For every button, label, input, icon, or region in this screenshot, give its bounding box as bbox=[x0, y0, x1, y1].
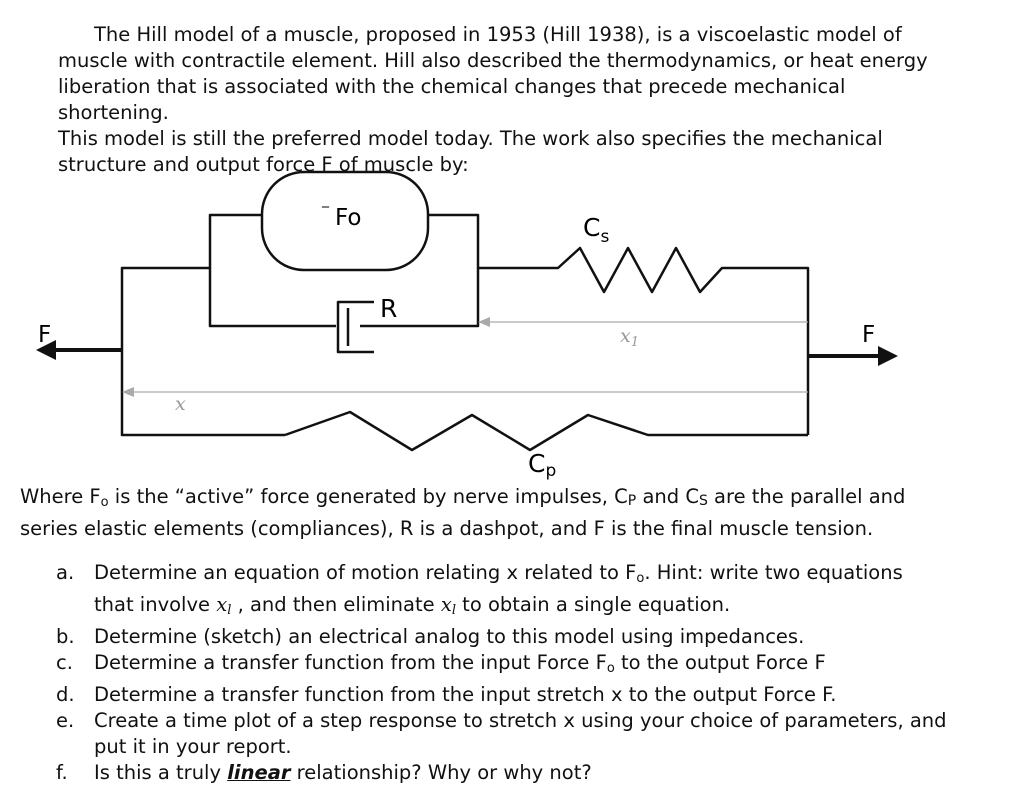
cs-label: Cs bbox=[583, 213, 609, 247]
x1-label: x1 bbox=[620, 325, 639, 350]
series-spring bbox=[478, 246, 810, 435]
dashpot-cylinder bbox=[336, 300, 374, 354]
where-paragraph: Where Fo is the “active” force generated… bbox=[20, 484, 980, 542]
upper-branch-wire-right bbox=[360, 213, 480, 328]
question-a-letter: a. bbox=[56, 561, 75, 584]
question-c-letter: c. bbox=[56, 651, 73, 674]
fo-label: Fo bbox=[335, 205, 361, 231]
right-force-arrow-head bbox=[878, 346, 898, 366]
f-left-label: F bbox=[38, 322, 51, 348]
left-force-arrow-head bbox=[36, 340, 56, 360]
question-e-line-1: Create a time plot of a step response to… bbox=[94, 709, 947, 732]
upper-branch-wire-left bbox=[208, 213, 336, 328]
where-line-1: Where Fo is the “active” force generated… bbox=[20, 485, 906, 510]
intro-paragraph: The Hill model of a muscle, proposed in … bbox=[58, 22, 958, 178]
cp-label: Cp bbox=[528, 449, 556, 480]
question-b-letter: b. bbox=[56, 625, 75, 648]
intro-line-4: This model is still the preferred model … bbox=[58, 127, 883, 150]
question-e-line-2: put it in your report. bbox=[94, 735, 292, 758]
question-d-letter: d. bbox=[56, 683, 75, 706]
intro-line-1: The Hill model of a muscle, proposed in … bbox=[94, 23, 902, 46]
hill-muscle-model-diagram: _ Fo R Cs Cp F F x1 x bbox=[36, 170, 898, 480]
fo-bar: _ bbox=[321, 192, 330, 208]
question-f-letter: f. bbox=[56, 761, 68, 784]
x-label: x bbox=[175, 393, 186, 415]
contractile-element-box bbox=[260, 170, 430, 272]
question-b-text: Determine (sketch) an electrical analog … bbox=[94, 625, 805, 648]
question-a: a. Determine an equation of motion relat… bbox=[56, 560, 956, 624]
intro-line-5: structure and output force F of muscle b… bbox=[58, 153, 469, 176]
question-c-text: Determine a transfer function from the i… bbox=[94, 651, 826, 676]
where-line-2: series elastic elements (compliances), R… bbox=[20, 517, 874, 540]
question-f-text: Is this a truly linear relationship? Why… bbox=[94, 761, 592, 784]
question-list: a. Determine an equation of motion relat… bbox=[56, 560, 956, 786]
question-a-line-1: Determine an equation of motion relating… bbox=[94, 561, 903, 586]
question-d: d. Determine a transfer function from th… bbox=[56, 682, 956, 708]
junction-left-wire bbox=[120, 266, 285, 437]
f-right-label: F bbox=[862, 322, 875, 348]
question-d-text: Determine a transfer function from the i… bbox=[94, 683, 837, 706]
question-e-letter: e. bbox=[56, 709, 75, 732]
intro-line-2: muscle with contractile element. Hill al… bbox=[58, 49, 928, 72]
question-b: b. Determine (sketch) an electrical anal… bbox=[56, 624, 956, 650]
parallel-spring bbox=[284, 410, 808, 452]
linear-emphasis: linear bbox=[227, 761, 291, 784]
question-e: e. Create a time plot of a step response… bbox=[56, 708, 956, 760]
question-c: c. Determine a transfer function from th… bbox=[56, 650, 956, 682]
x-dimension-arrowhead bbox=[122, 387, 134, 397]
question-f: f. Is this a truly linear relationship? … bbox=[56, 760, 956, 786]
question-a-line-2: that involve xl , and then eliminate xl … bbox=[94, 593, 731, 618]
r-label: R bbox=[380, 294, 397, 323]
intro-line-3: liberation that is associated with the c… bbox=[58, 75, 846, 124]
x1-dimension-arrowhead bbox=[478, 317, 490, 327]
